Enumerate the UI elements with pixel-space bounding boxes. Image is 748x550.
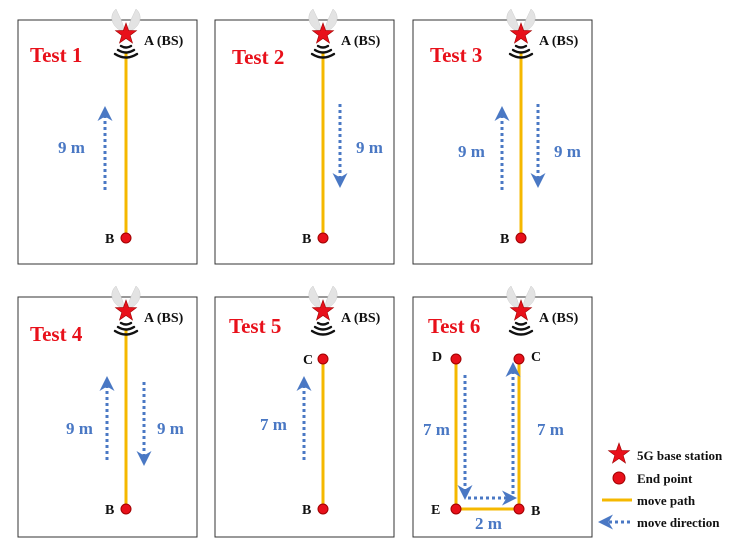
panel-title: Test 1: [30, 43, 82, 67]
endpoint-b: [317, 503, 329, 515]
move-path-line: [454, 359, 521, 511]
panel-test-1: A (BS) Test 1 9 m B: [17, 7, 198, 265]
endpoint-e: [450, 503, 462, 515]
point-label-c: C: [531, 350, 541, 365]
legend-label-end-point: End point: [637, 471, 693, 486]
star-icon: [607, 442, 631, 464]
endpoint-b: [317, 232, 329, 244]
point-label-c: C: [303, 353, 313, 368]
endpoint-c: [513, 353, 525, 365]
panel-test-5: A (BS) Test 5 7 m C B: [214, 284, 395, 538]
distance-label: 9 m: [458, 142, 485, 161]
legend-label-base-station: 5G base station: [637, 448, 723, 463]
panel-frame: [214, 19, 395, 265]
point-label-b: B: [302, 232, 311, 247]
point-label-a: A (BS): [144, 34, 184, 49]
distance-label: 7 m: [260, 415, 287, 434]
point-label-d: D: [432, 350, 442, 365]
distance-label: 7 m: [537, 420, 564, 439]
panel-test-6: A (BS) Test 6 7 m 7 m 2 m D C E B: [412, 284, 593, 538]
point-label-b: B: [105, 232, 114, 247]
point-label-a: A (BS): [341, 311, 381, 326]
panel-title: Test 2: [232, 45, 284, 69]
distance-label: 7 m: [423, 420, 450, 439]
panel-title: Test 5: [229, 314, 281, 338]
point-label-a: A (BS): [539, 34, 579, 49]
legend: 5G base station End point move path move…: [598, 442, 723, 530]
endpoint-b: [120, 232, 132, 244]
distance-label: 9 m: [157, 419, 184, 438]
point-label-e: E: [431, 503, 440, 518]
panel-title: Test 6: [428, 314, 480, 338]
endpoint-b: [120, 503, 132, 515]
point-label-b: B: [531, 504, 540, 519]
point-label-b: B: [105, 503, 114, 518]
panel-test-3: A (BS) Test 3 9 m 9 m B: [412, 7, 593, 265]
panel-title: Test 4: [30, 322, 83, 346]
distance-label: 2 m: [475, 514, 502, 533]
distance-label: 9 m: [66, 419, 93, 438]
point-label-a: A (BS): [539, 311, 579, 326]
panel-test-4: A (BS) Test 4 9 m 9 m B: [17, 284, 198, 538]
legend-label-move-path: move path: [637, 493, 696, 508]
distance-label: 9 m: [58, 138, 85, 157]
endpoint-b: [513, 503, 525, 515]
endpoint-icon: [612, 471, 626, 485]
legend-label-move-direction: move direction: [637, 515, 720, 530]
endpoint-c: [317, 353, 329, 365]
distance-label: 9 m: [554, 142, 581, 161]
endpoint-d: [450, 353, 462, 365]
panel-frame: [17, 19, 198, 265]
point-label-a: A (BS): [341, 34, 381, 49]
distance-label: 9 m: [356, 138, 383, 157]
endpoint-b: [515, 232, 527, 244]
point-label-b: B: [500, 232, 509, 247]
point-label-b: B: [302, 503, 311, 518]
point-label-a: A (BS): [144, 311, 184, 326]
panel-test-2: A (BS) Test 2 9 m B: [214, 7, 395, 265]
panel-title: Test 3: [430, 43, 482, 67]
